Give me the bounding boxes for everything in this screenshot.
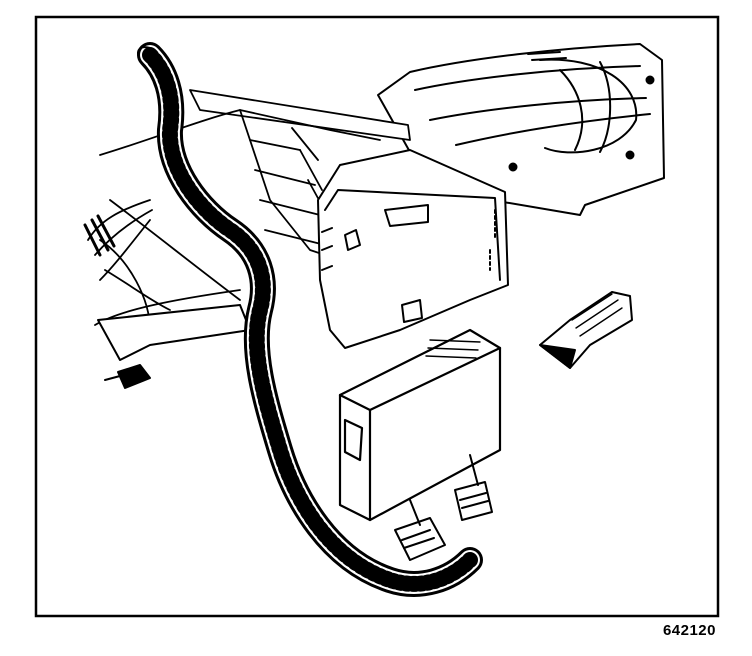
dash-shelf: [97, 304, 251, 389]
harness-branch: [83, 199, 153, 281]
view-direction-arrow: [539, 291, 633, 369]
module-bracket: [317, 149, 509, 349]
figure-reference-code: 642120: [662, 622, 716, 639]
wiring-harness: [137, 42, 483, 597]
electronic-module: [338, 328, 502, 522]
harness-connectors: [394, 454, 493, 561]
